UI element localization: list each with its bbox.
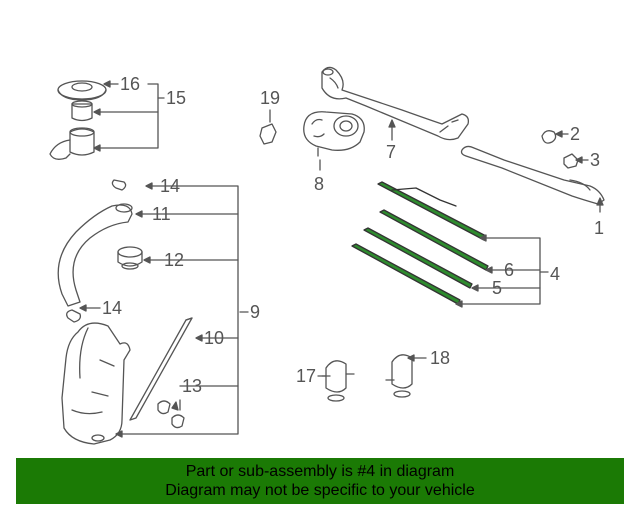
washer-rod <box>129 317 193 421</box>
callout-4: 4 <box>550 264 560 284</box>
cap-part <box>541 130 557 144</box>
callout-15: 15 <box>166 88 186 108</box>
callout-14-top: 14 <box>160 176 180 196</box>
callout-1: 1 <box>594 218 604 238</box>
info-banner: Part or sub-assembly is #4 in diagram Di… <box>16 458 624 504</box>
nut-part <box>563 153 579 169</box>
washer-pump-17 <box>317 360 355 402</box>
clip-ring-top <box>111 179 127 191</box>
callout-18: 18 <box>430 348 450 368</box>
washer-cap-assembly <box>49 80 107 160</box>
callout-16: 16 <box>120 74 140 94</box>
clip-part <box>259 109 277 145</box>
callout-6: 6 <box>504 260 514 280</box>
callout-14-bottom: 14 <box>102 298 122 318</box>
callout-9: 9 <box>250 302 260 322</box>
banner-line-2: Diagram may not be specific to your vehi… <box>165 482 475 499</box>
callout-7: 7 <box>386 142 396 162</box>
parts-diagram: 16 15 19 7 8 2 3 1 6 4 5 14 11 12 14 9 1… <box>49 66 605 445</box>
washer-hose <box>57 203 133 307</box>
banner-line-1: Part or sub-assembly is #4 in diagram <box>185 463 455 480</box>
callout-5: 5 <box>492 278 502 298</box>
grommet-part <box>117 246 143 270</box>
washer-pump-18 <box>385 354 413 398</box>
nozzle-parts <box>157 399 185 429</box>
callout-17: 17 <box>296 366 316 386</box>
callout-3: 3 <box>590 150 600 170</box>
callout-11: 11 <box>152 204 171 224</box>
washer-tank <box>61 322 131 445</box>
wiper-blade-assembly <box>351 181 489 305</box>
callout-19: 19 <box>260 88 280 108</box>
clip-ring-bottom <box>66 309 82 323</box>
wiper-arm <box>460 145 605 205</box>
callout-12: 12 <box>164 250 184 270</box>
callout-2: 2 <box>570 124 580 144</box>
wiper-motor <box>303 111 365 157</box>
wiper-linkage <box>321 66 470 141</box>
callout-13: 13 <box>182 376 202 396</box>
callout-10: 10 <box>204 328 224 348</box>
callout-8: 8 <box>314 174 324 194</box>
